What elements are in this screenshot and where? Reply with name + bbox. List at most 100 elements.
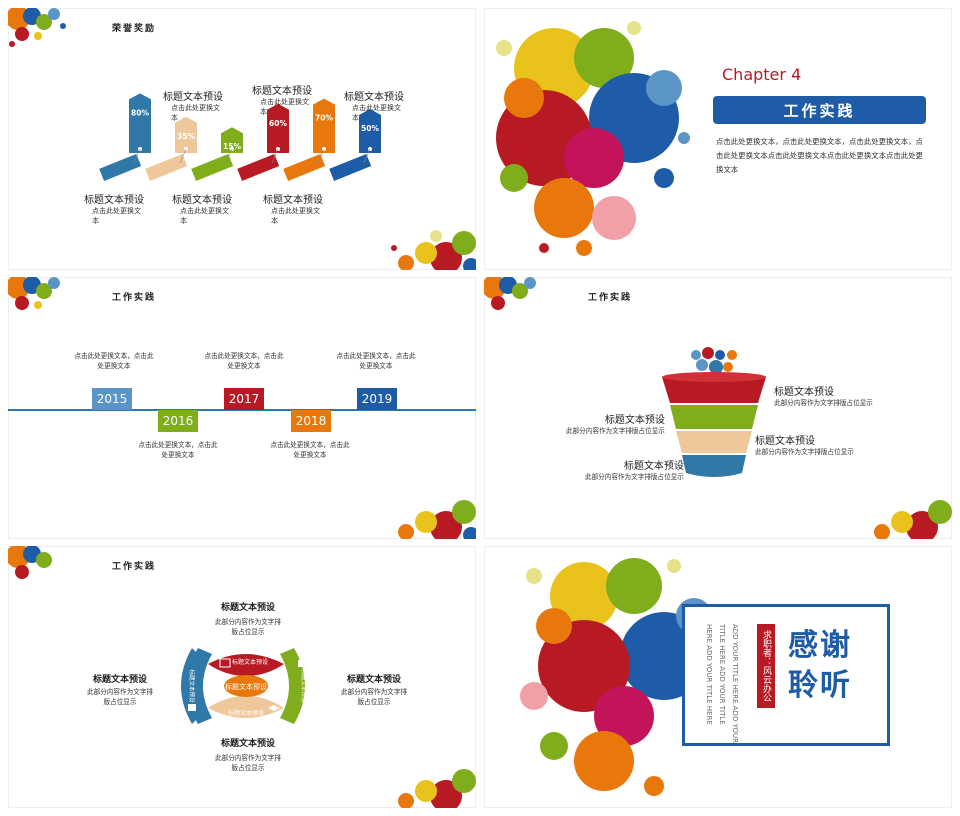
funnel-item-sub: 此部分内容作为文字排版占位显示	[774, 399, 873, 407]
thank-you-text: 感谢 聆听	[788, 626, 852, 706]
percent-tag	[313, 98, 335, 153]
cycle-center-label: 标题文本预设	[225, 682, 267, 691]
percent-label: 70%	[315, 114, 333, 123]
chapter-heading: 工作实践	[713, 96, 926, 124]
funnel-layer-green	[670, 405, 758, 429]
percent-label: 60%	[269, 119, 287, 128]
slide-title: 工作实践	[112, 562, 157, 572]
funnel-dot	[709, 360, 723, 374]
thank-you-line: 感谢	[788, 628, 852, 663]
cycle-block-title: 标题文本预设	[220, 739, 275, 749]
cycle-arc-right-label: 标题文本预设	[300, 669, 308, 703]
briefcase-icon	[188, 704, 196, 711]
funnel-item-sub: 此部分内容作为文字排版占位显示	[566, 427, 665, 435]
cycle-block-sub: 版占位显示	[103, 698, 137, 706]
tag-string	[133, 148, 141, 164]
vertical-text-block: ADD YOUR TITLE HERE ADD YOUR	[730, 624, 746, 743]
funnel-item: 标题文本预设 此部分内容作为文字排版占位显示	[774, 383, 873, 408]
funnel-dot	[691, 350, 701, 360]
cycle-block-bottom: 标题文本预设 此部分内容作为文字排 版占位显示	[208, 736, 288, 773]
chapter-word: Chapter	[722, 65, 786, 84]
vertical-text-line: HERE ADD YOUR TITLE HERE	[705, 624, 713, 725]
paint-splash-decoration	[398, 769, 476, 808]
funnel-dot	[702, 347, 714, 359]
funnel-dot	[727, 350, 737, 360]
year-box: 2015	[92, 388, 132, 410]
tag-string	[363, 148, 371, 164]
funnel-rim	[662, 372, 766, 382]
label-bottom-1: 标题文本预设 点击此处更换文本	[84, 191, 144, 226]
tag-string	[317, 148, 325, 164]
funnel-item-title: 标题文本预设	[755, 436, 815, 447]
cycle-diagram: 标题文本预设 标题文本预设 标题文本预设 标题文本预设 标题文本预设	[181, 648, 308, 724]
cycle-block-sub: 此部分内容作为文字排	[87, 688, 153, 696]
slide-thank-you[interactable]: ADD YOUR TITLE HERE ADD YOUR TITLE HERE …	[484, 546, 952, 808]
slide-title: 工作实践	[588, 293, 633, 303]
timeline-note: 点击此处更换文本，点击此处更换文本	[204, 352, 284, 370]
paint-splash-decoration	[398, 500, 476, 539]
slide-title: 荣誉奖励	[112, 24, 157, 34]
funnel-layer-peach	[676, 431, 752, 453]
label-sub: 点击此处更换文本	[352, 104, 401, 122]
percent-tag	[267, 103, 289, 153]
cycle-block-sub: 此部分内容作为文字排	[341, 688, 407, 696]
label-sub: 点击此处更换文本	[171, 104, 220, 122]
paint-splash-decoration	[496, 21, 690, 256]
label-top-3: 标题文本预设 点击此处更换文本	[344, 88, 404, 123]
paint-splash-decoration	[8, 277, 60, 310]
funnel-item-title: 标题文本预设	[604, 415, 665, 426]
funnel-item: 标题文本预设 此部分内容作为文字排版占位显示	[585, 457, 684, 482]
chapter-body: 点击此处更换文本，点击此处更换文本，点击此处更换文本，点击此处更换文本点击此处更…	[716, 137, 923, 174]
funnel-item-title: 标题文本预设	[623, 461, 684, 472]
cycle-block-sub: 此部分内容作为文字排	[215, 754, 281, 762]
label-sub: 点击此处更换文本	[180, 207, 229, 225]
cycle-block-title: 标题文本预设	[346, 675, 401, 685]
slide-honor-awards[interactable]: 荣誉奖励 80%35%15%60%70%50% 标题文本预设 点击此处更换文本 …	[8, 8, 476, 270]
cycle-block-sub: 版占位显示	[357, 698, 391, 706]
cycle-block-right: 标题文本预设 此部分内容作为文字排 版占位显示	[334, 672, 414, 707]
slide-chapter-4[interactable]: Chapter 4 工作实践 点击此处更换文本，点击此处更换文本，点击此处更换文…	[484, 8, 952, 270]
cycle-arc-left-label: 标题文本预设	[188, 669, 196, 703]
graduation-cap-icon	[268, 705, 280, 711]
vertical-text-line: TITLE HERE ADD YOUR TITLE	[718, 624, 726, 725]
cycle-block-left: 标题文本预设 此部分内容作为文字排 版占位显示	[80, 672, 160, 707]
tag-string	[225, 148, 233, 164]
timeline-note: 点击此处更换文本，点击此处更换文本	[336, 352, 416, 370]
paint-splash-decoration	[391, 230, 476, 270]
percent-label: 15%	[223, 142, 241, 151]
percent-tag	[129, 93, 151, 153]
funnel-item-sub: 此部分内容作为文字排版占位显示	[585, 473, 684, 481]
tag-chart: 80%35%15%60%70%50%	[99, 93, 381, 181]
label-title: 标题文本预设	[163, 92, 223, 103]
cycle-block-title: 标题文本预设	[220, 603, 275, 613]
paint-splash-decoration	[8, 546, 52, 579]
cycle-block-title: 标题文本预设	[92, 675, 147, 685]
label-bottom-3: 标题文本预设 点击此处更换文本	[263, 191, 323, 226]
funnel-item-sub: 此部分内容作为文字排版占位显示	[755, 448, 854, 456]
percent-label: 80%	[131, 108, 149, 117]
chapter-number: 4	[791, 65, 802, 84]
hanging-tag	[191, 153, 234, 181]
presenter-badge: 求职者：风云办公	[757, 624, 775, 708]
label-bottom-2: 标题文本预设 点击此处更换文本	[172, 191, 232, 226]
label-title: 标题文本预设	[344, 92, 404, 103]
percent-tag	[359, 109, 381, 153]
hanging-tag	[283, 153, 326, 181]
percent-tag	[221, 127, 243, 153]
hanging-tag	[237, 153, 280, 181]
percent-tag	[175, 116, 197, 153]
funnel-dot	[723, 362, 733, 372]
slide-funnel[interactable]: 工作实践 标题文本预设 此部分内容作为文字排版占位显示 标题文本预设 此部分内容…	[484, 277, 952, 539]
money-icon	[298, 660, 306, 667]
cycle-block-top: 标题文本预设 此部分内容作为文字排 版占位显示	[208, 600, 288, 637]
slide-cycle-diagram[interactable]: 工作实践 标题文本预设 标题文本预设 标题文本预设 标题文本预设 标题文本预设 …	[8, 546, 476, 808]
funnel-item-title: 标题文本预设	[774, 387, 834, 398]
cycle-block-sub: 此部分内容作为文字排	[215, 618, 281, 626]
percent-label: 50%	[361, 124, 379, 133]
label-sub: 点击此处更换文本	[92, 207, 141, 225]
cycle-center	[224, 675, 268, 697]
paint-splash-decoration	[484, 277, 536, 310]
slide-timeline[interactable]: 工作实践 2015 2016 2017 2018 2019 点击此处更换文本，点…	[8, 277, 476, 539]
label-sub: 点击此处更换文本	[271, 207, 320, 225]
timeline-note: 点击此处更换文本，点击此处更换文本	[74, 352, 154, 370]
